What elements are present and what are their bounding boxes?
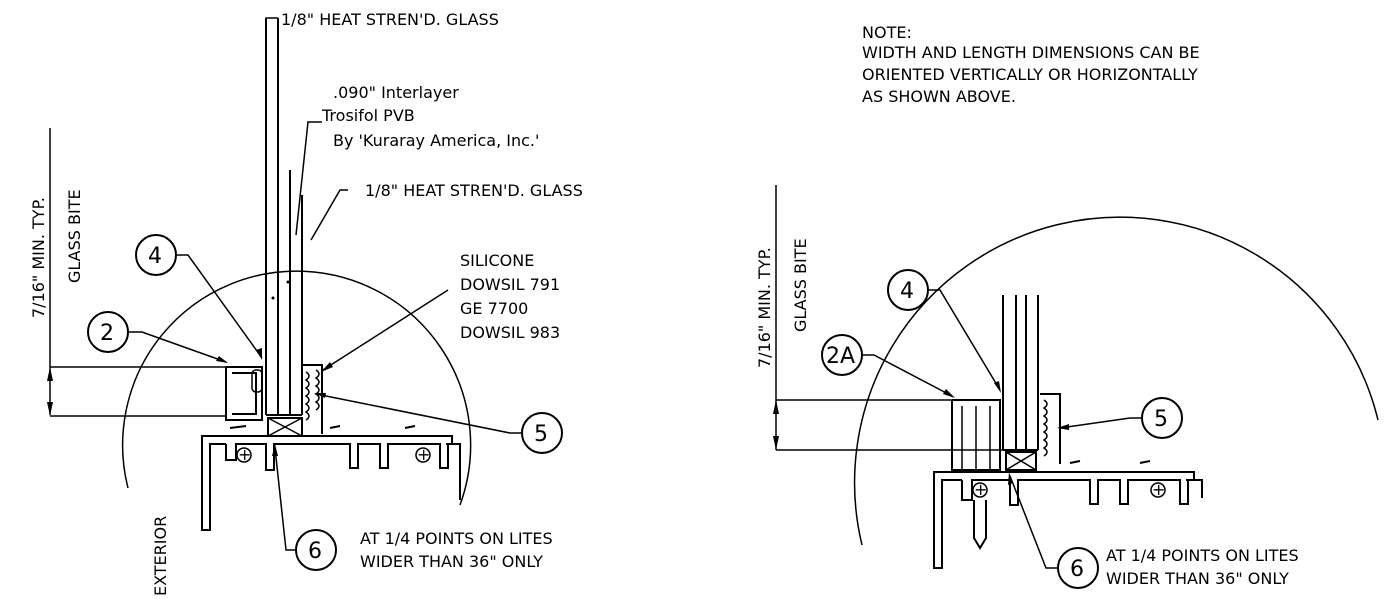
left-detail-arc (121, 270, 472, 506)
right-dim-text2: GLASS BITE (791, 238, 810, 332)
svg-text:+: + (1152, 480, 1165, 499)
exterior-label: EXTERIOR (151, 516, 170, 596)
svg-text:+: + (417, 445, 430, 464)
left-bubble-2-text: 2 (100, 321, 114, 346)
right-detail-arc (853, 216, 1379, 546)
left-glass-bite-dimension (47, 128, 226, 417)
right-glass-lites (1002, 295, 1039, 451)
left-bubble-4-text: 4 (148, 244, 162, 269)
note-block: NOTE: WIDTH AND LENGTH DIMENSIONS CAN BE… (862, 23, 1200, 106)
svg-text:+: + (238, 445, 251, 464)
left-silicone-line3: GE 7700 (460, 299, 528, 318)
right-bubble-5 (1141, 397, 1183, 439)
left-glass-inner-label: 1/8" HEAT STREN'D. GLASS (365, 181, 583, 200)
right-frame-extrusion: + + (933, 393, 1203, 569)
left-interlayer-line1: .090" Interlayer (333, 83, 459, 102)
right-bubble-6-text: 6 (1070, 557, 1084, 582)
right-bubble-4-text: 4 (900, 279, 914, 304)
left-silicone-line1: SILICONE (460, 251, 534, 270)
left-bubble-6-text: 6 (308, 539, 322, 564)
left-dim-text: 7/16" MIN. TYP. (29, 197, 48, 318)
right-bubble-6 (1057, 547, 1099, 589)
left-silicone-line2: DOWSIL 791 (460, 275, 560, 294)
right-detail: + + 4 2A 5 6 7/16" MIN. TYP. GLASS BITE … (755, 185, 1379, 589)
right-dim-text: 7/16" MIN. TYP. (755, 247, 774, 368)
left-bubble-4 (135, 234, 177, 276)
right-bubble-5-text: 5 (1154, 407, 1168, 432)
note-line1: WIDTH AND LENGTH DIMENSIONS CAN BE (862, 43, 1200, 62)
left-bubble-6 (295, 529, 337, 571)
left-interlayer-line2: Trosifol PVB (321, 106, 415, 125)
right-setting-block-line1: AT 1/4 POINTS ON LITES (1106, 546, 1299, 565)
left-bubble-5 (521, 412, 563, 454)
left-frame-extrusion: + + (201, 364, 461, 531)
left-dim-text2: GLASS BITE (65, 189, 84, 283)
note-line3: AS SHOWN ABOVE. (862, 87, 1016, 106)
left-bubble-2 (87, 311, 129, 353)
note-title: NOTE: (862, 23, 912, 42)
left-interlayer-line3: By 'Kuraray America, Inc.' (333, 131, 539, 150)
left-setting-block-line1: AT 1/4 POINTS ON LITES (360, 529, 553, 548)
note-line2: ORIENTED VERTICALLY OR HORIZONTALLY (862, 65, 1198, 84)
left-detail: + + 4 2 5 6 1/8" HEAT STREN'D. GLASS .09… (29, 10, 583, 596)
right-setting-block-line2: WIDER THAN 36" ONLY (1106, 569, 1289, 588)
right-bubble-4 (887, 269, 929, 311)
right-glass-bite-dimension (773, 185, 1003, 451)
svg-text:+: + (974, 480, 987, 499)
left-bubble-5-text: 5 (534, 422, 548, 447)
left-silicone-line4: DOWSIL 983 (460, 323, 560, 342)
right-bubble-2a (821, 334, 863, 376)
left-setting-block-line2: WIDER THAN 36" ONLY (360, 552, 543, 571)
right-bubble-2a-text: 2A (826, 344, 855, 369)
left-glass-outer-label: 1/8" HEAT STREN'D. GLASS (281, 10, 499, 29)
left-glass-lites (265, 18, 303, 416)
